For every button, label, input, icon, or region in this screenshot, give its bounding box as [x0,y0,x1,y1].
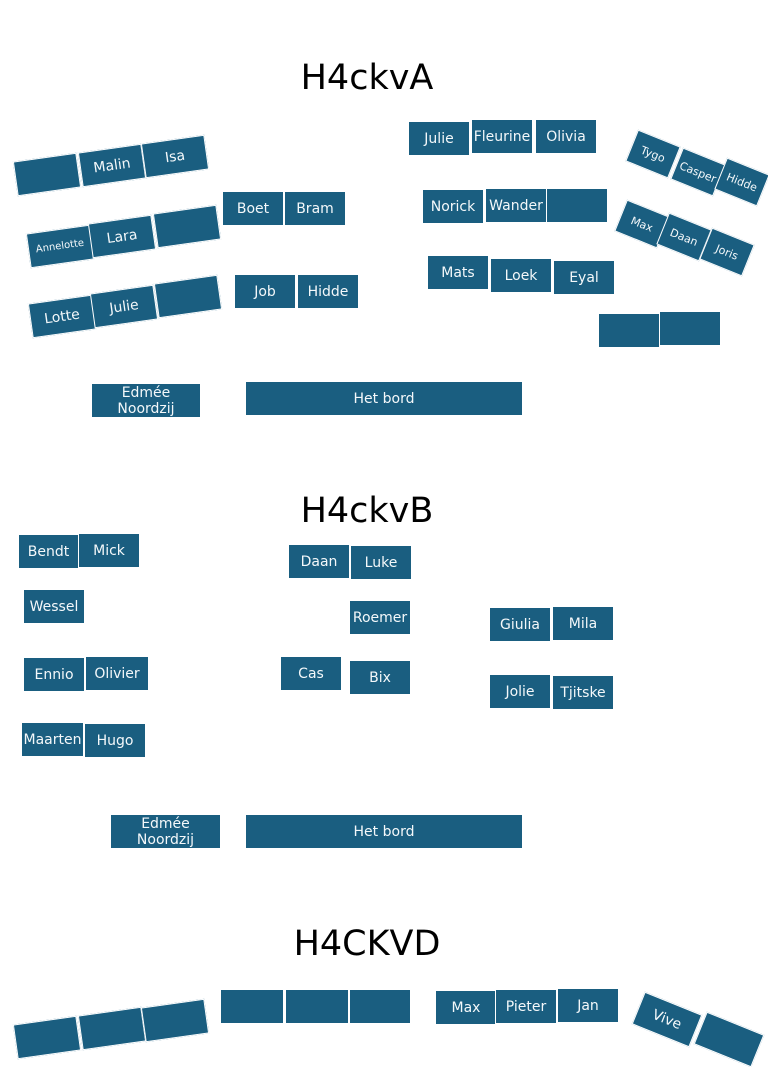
seat[interactable]: Wander [485,188,547,223]
seat[interactable]: Max [435,990,497,1025]
seat[interactable] [153,274,223,319]
board: Het bord [245,814,523,849]
seat[interactable]: Vive [631,991,703,1048]
seat[interactable]: Luke [350,545,412,580]
seat[interactable]: Mats [427,255,489,290]
seat[interactable]: Olivier [85,656,149,691]
seat[interactable] [220,989,284,1024]
seat[interactable] [693,1011,765,1067]
seat[interactable]: Malin [77,143,147,188]
seat[interactable]: Wessel [23,589,85,624]
seat[interactable] [152,204,222,249]
seat[interactable]: Hugo [84,723,146,758]
seat[interactable]: Giulia [489,607,551,642]
seat[interactable] [546,188,608,223]
room-d-title: H4CKVD [293,924,441,964]
seat[interactable]: Isa [140,134,210,179]
seat[interactable]: Daan [288,544,350,579]
seat[interactable]: Jolie [489,674,551,709]
seat[interactable]: Annelotte [25,224,95,269]
room-a-title: H4ckvA [300,58,434,98]
seat[interactable]: Boet [222,191,284,226]
seat[interactable]: Mick [78,533,140,568]
seat[interactable] [77,1006,147,1051]
seat[interactable]: Hidde [297,274,359,309]
seat[interactable]: Loek [490,258,552,293]
seat[interactable] [285,989,349,1024]
seat[interactable]: Pieter [495,989,557,1024]
seat[interactable]: Cas [280,656,342,691]
seat[interactable]: Lara [87,214,157,259]
room-b-title: H4ckvB [300,491,434,531]
seat[interactable]: Fleurine [471,119,533,154]
seat[interactable]: Eyal [553,260,615,295]
seat[interactable]: Norick [422,189,484,224]
seat[interactable]: Roemer [349,600,411,635]
seat[interactable] [140,998,210,1043]
seat[interactable] [349,989,411,1024]
seat[interactable]: Olivia [535,119,597,154]
seat[interactable]: Bram [284,191,346,226]
seat[interactable] [12,1015,82,1060]
seat[interactable]: Tjitske [552,675,614,710]
teacher-desk[interactable]: Edmée Noordzij [110,814,221,849]
seat[interactable]: Julie [408,121,470,156]
seat[interactable] [598,313,660,348]
seat[interactable]: Bix [349,660,411,695]
seat[interactable]: Julie [89,284,159,329]
seat[interactable]: Lotte [27,294,97,339]
seat[interactable]: Job [234,274,296,309]
board: Het bord [245,381,523,416]
teacher-desk[interactable]: Edmée Noordzij [91,383,201,418]
seat[interactable] [659,311,721,346]
seat[interactable]: Bendt [18,534,79,569]
seat[interactable]: Maarten [21,722,84,757]
seat[interactable]: Jan [557,988,619,1023]
seat[interactable] [12,152,82,197]
seat[interactable]: Ennio [23,657,85,692]
seat[interactable]: Mila [552,606,614,641]
